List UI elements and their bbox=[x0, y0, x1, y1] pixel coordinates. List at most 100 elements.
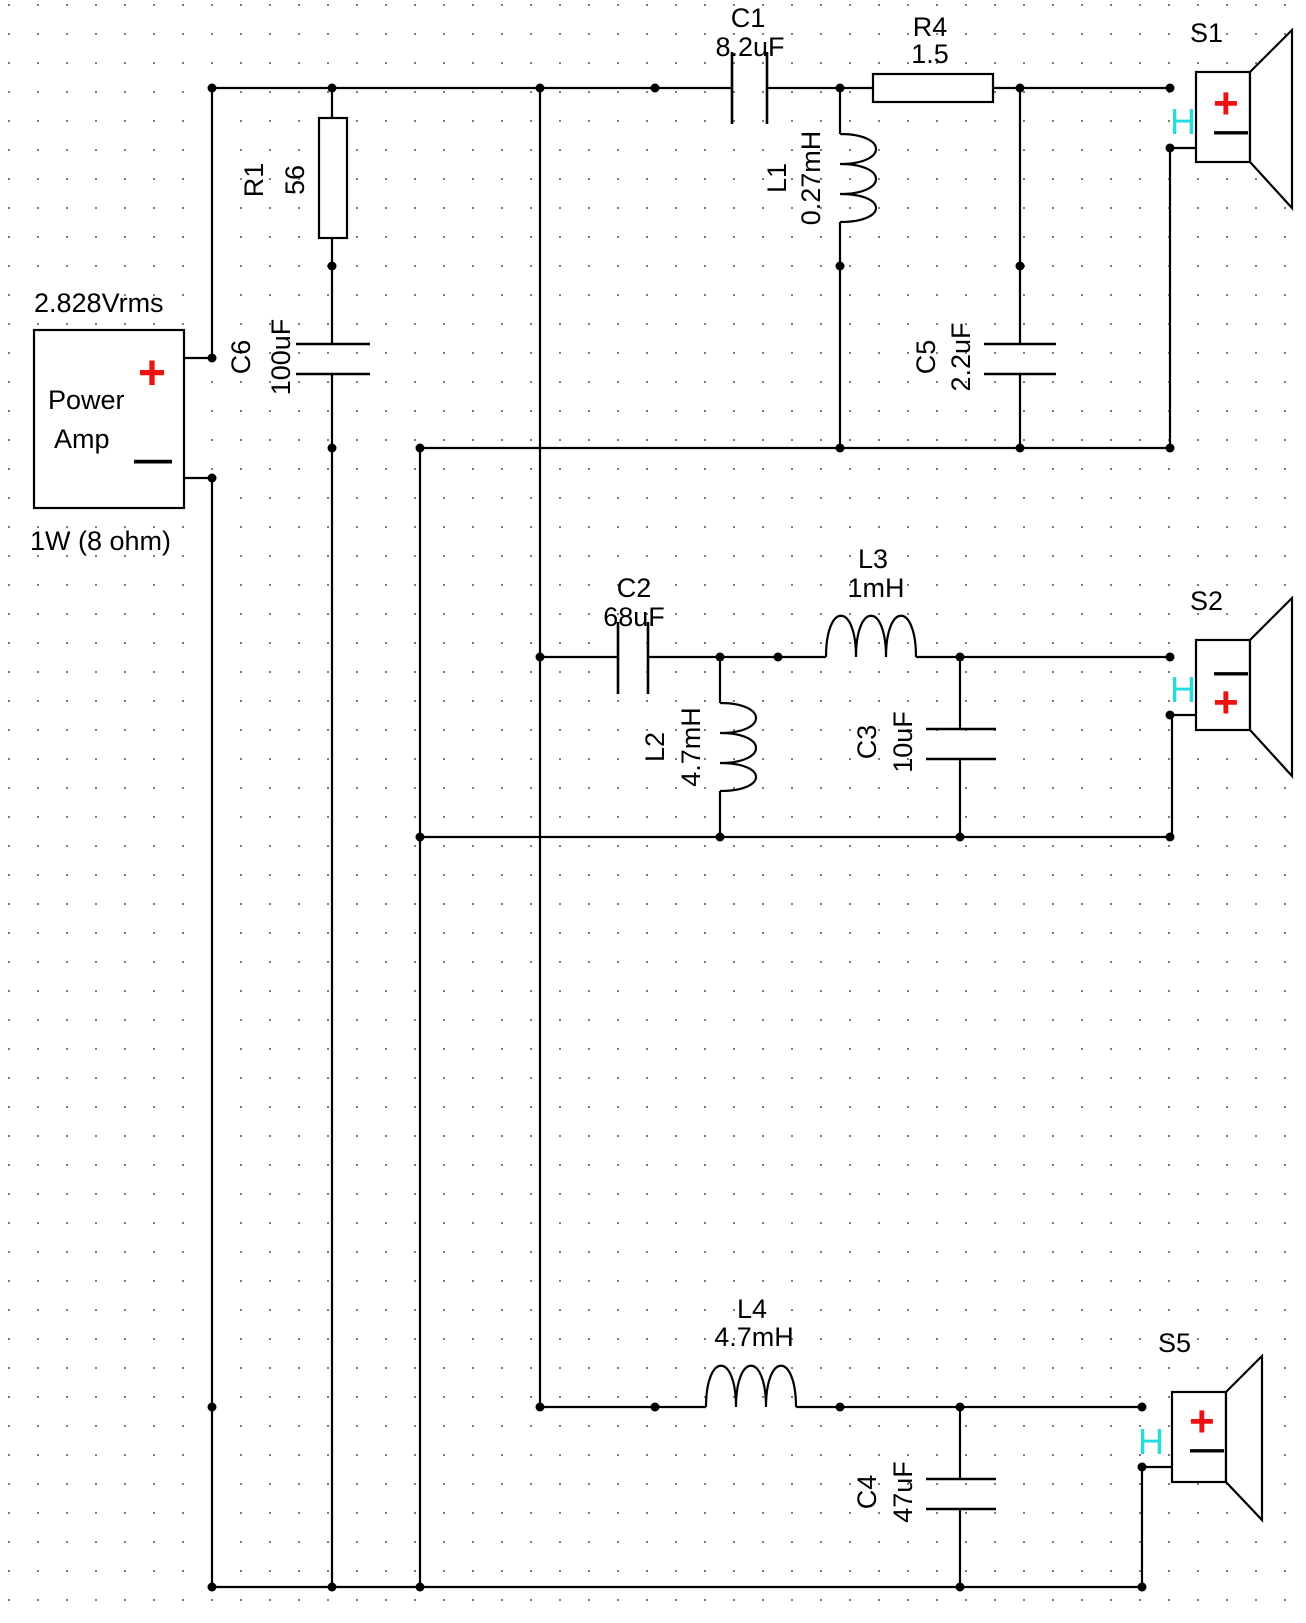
junction-dot bbox=[835, 1402, 845, 1412]
junction-dot bbox=[1165, 443, 1175, 453]
junction-dot bbox=[835, 83, 845, 93]
junction-dot bbox=[207, 353, 217, 363]
junction-dot bbox=[955, 652, 965, 662]
junction-dot bbox=[1137, 1462, 1147, 1472]
junction-dot bbox=[207, 1402, 217, 1412]
junction-dot bbox=[1015, 443, 1025, 453]
l4-ref: L4 bbox=[737, 1294, 767, 1324]
s1-tag: H bbox=[1170, 101, 1196, 142]
junction-dot bbox=[415, 443, 425, 453]
amp-rating: 1W (8 ohm) bbox=[30, 526, 171, 556]
l2-value: 4.7mH bbox=[676, 707, 706, 787]
s2-plus-sign: + bbox=[1213, 678, 1239, 727]
speaker-s5[interactable]: S5 H + — bbox=[1138, 1328, 1264, 1523]
junction-dot bbox=[207, 1582, 217, 1592]
junction-dot bbox=[1015, 83, 1025, 93]
l3-ref: L3 bbox=[858, 544, 888, 574]
amp-name-line2: Amp bbox=[54, 424, 110, 454]
s5-tag: H bbox=[1138, 1421, 1164, 1462]
s2-tag: H bbox=[1170, 669, 1196, 710]
r1-value: 56 bbox=[280, 165, 310, 195]
l4-value: 4.7mH bbox=[714, 1322, 794, 1352]
junction-dot bbox=[650, 1402, 660, 1412]
junction-dot bbox=[773, 652, 783, 662]
amp-name: Power bbox=[48, 385, 125, 415]
junction-dot bbox=[955, 1582, 965, 1592]
junction-dot bbox=[327, 443, 337, 453]
amp-minus-sign: — bbox=[134, 439, 172, 481]
l1-value: 0.27mH bbox=[796, 131, 826, 226]
capacitor-c2[interactable]: C2 68uF bbox=[603, 573, 665, 694]
junction-dot bbox=[415, 1582, 425, 1592]
junction-dot bbox=[1015, 261, 1025, 271]
junction-dots bbox=[207, 83, 1175, 1592]
c1-value: 8.2uF bbox=[715, 32, 784, 62]
inductor-l4[interactable]: L4 4.7mH bbox=[704, 1294, 798, 1408]
capacitor-c1[interactable]: C1 8.2uF bbox=[715, 3, 785, 124]
junction-dot bbox=[1165, 652, 1175, 662]
capacitor-c6[interactable]: C6 100uF bbox=[226, 319, 370, 396]
junction-dot bbox=[1137, 1582, 1147, 1592]
junction-dot bbox=[1165, 710, 1175, 720]
junction-dot bbox=[535, 83, 545, 93]
s5-plus-sign: + bbox=[1189, 1397, 1215, 1446]
inductor-l1[interactable]: L1 0.27mH bbox=[762, 131, 878, 226]
junction-dot bbox=[327, 83, 337, 93]
junction-dot bbox=[535, 1402, 545, 1412]
s1-minus-sign: — bbox=[1214, 112, 1248, 150]
resistor-r4[interactable]: R4 1.5 bbox=[871, 12, 995, 104]
s1-ref: S1 bbox=[1190, 18, 1223, 48]
s5-minus-sign: — bbox=[1190, 1430, 1224, 1468]
l1-coil bbox=[839, 132, 878, 224]
c4-value: 47uF bbox=[888, 1461, 918, 1523]
wire-amp-plus bbox=[184, 88, 214, 360]
wire-s2-ground bbox=[420, 713, 1196, 839]
c2-ref: C2 bbox=[617, 573, 652, 603]
c3-value: 10uF bbox=[888, 711, 918, 773]
wire-s1-ground bbox=[420, 146, 1196, 450]
l2-coil bbox=[719, 701, 758, 793]
speaker-s2[interactable]: S2 H — + bbox=[1170, 586, 1294, 779]
power-amp-box bbox=[32, 328, 186, 510]
capacitor-c3[interactable]: C3 10uF bbox=[852, 711, 996, 773]
junction-dot bbox=[955, 1402, 965, 1412]
r4-body bbox=[871, 72, 995, 104]
junction-dot bbox=[207, 473, 217, 483]
junction-dot bbox=[715, 652, 725, 662]
c6-ref: C6 bbox=[226, 340, 256, 375]
capacitor-c4[interactable]: C4 47uF bbox=[852, 1461, 996, 1523]
s2-cone bbox=[1248, 595, 1294, 779]
amp-plus-sign: + bbox=[138, 347, 166, 400]
resistor-r1[interactable]: R1 56 bbox=[239, 116, 349, 240]
junction-dot bbox=[207, 83, 217, 93]
s1-magnet bbox=[1194, 70, 1252, 164]
s2-magnet bbox=[1194, 638, 1252, 732]
junction-dot bbox=[835, 261, 845, 271]
inductor-l2[interactable]: L2 4.7mH bbox=[640, 701, 758, 793]
junction-dot bbox=[1165, 832, 1175, 842]
s5-cone bbox=[1224, 1353, 1264, 1523]
wire-s5-ground bbox=[1140, 1465, 1172, 1587]
wire-amp-minus bbox=[184, 476, 214, 1587]
s1-cone bbox=[1248, 27, 1294, 211]
speaker-s1[interactable]: S1 H + — bbox=[1170, 18, 1294, 211]
c3-ref: C3 bbox=[852, 725, 882, 760]
r1-ref: R1 bbox=[239, 163, 269, 198]
inductor-l3[interactable]: L3 1mH bbox=[824, 544, 918, 658]
r4-value: 1.5 bbox=[911, 39, 949, 69]
junction-dot bbox=[715, 832, 725, 842]
capacitor-c5[interactable]: C5 2.2uF bbox=[911, 322, 1056, 392]
junction-dot bbox=[835, 443, 845, 453]
l1-ref: L1 bbox=[762, 163, 792, 193]
c1-ref: C1 bbox=[731, 3, 766, 33]
junction-dot bbox=[1165, 83, 1175, 93]
junction-dot bbox=[650, 83, 660, 93]
l4-coil bbox=[704, 1364, 798, 1408]
c4-ref: C4 bbox=[852, 1475, 882, 1510]
junction-dot bbox=[415, 832, 425, 842]
s1-plus-sign: + bbox=[1213, 79, 1239, 128]
grid-dots bbox=[8, 4, 1286, 1601]
power-amp[interactable]: 2.828Vrms Power Amp + — 1W (8 ohm) bbox=[30, 288, 186, 556]
l3-coil bbox=[824, 614, 918, 658]
